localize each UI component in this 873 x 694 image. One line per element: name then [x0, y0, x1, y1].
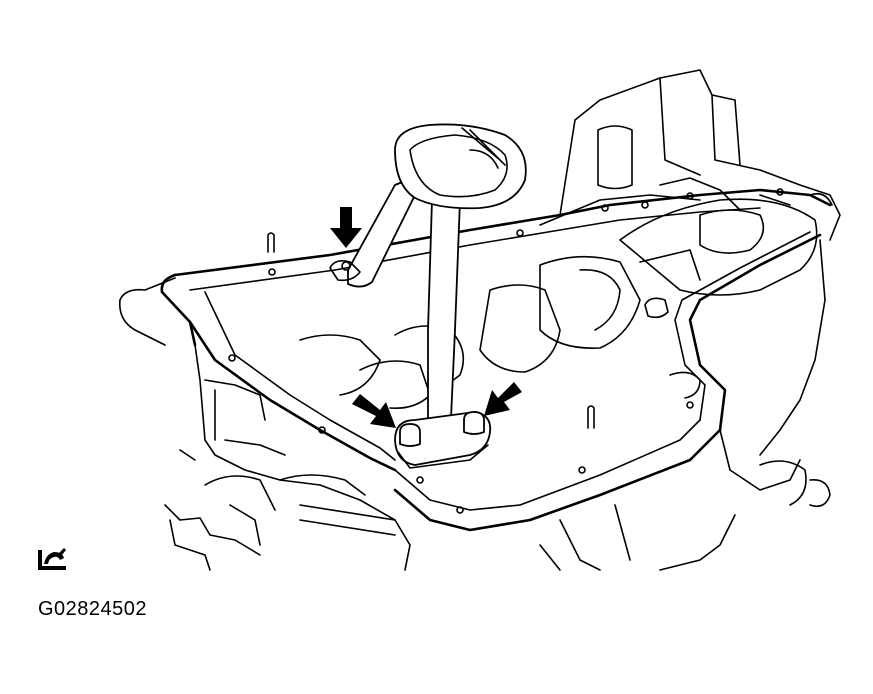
- callout-arrow-right-bolt: [484, 382, 522, 416]
- callout-arrow-left-bolt: [352, 394, 396, 428]
- figure-id-label: G02824502: [38, 598, 148, 620]
- flange-studs: [228, 188, 784, 514]
- oil-strainer: [329, 123, 527, 469]
- transmission-housing: [164, 389, 396, 571]
- engine-block: [539, 69, 841, 241]
- seal-packing-icon: [38, 548, 66, 570]
- callout-arrow-bracket: [330, 207, 362, 248]
- oil-pan-flange: [118, 188, 832, 532]
- oil-pan-body: [194, 239, 831, 571]
